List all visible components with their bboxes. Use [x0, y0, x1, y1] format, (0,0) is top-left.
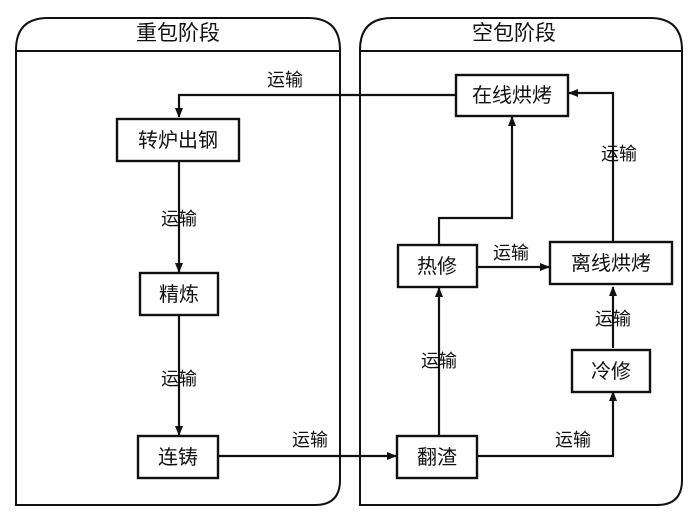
node-label: 冷修 [591, 359, 631, 383]
edge-offline-to-online: 运输 [568, 89, 637, 243]
node-converter-tapping: 转炉出钢 [115, 117, 241, 163]
edge-label: 运输 [161, 209, 197, 230]
edge-label: 运输 [555, 430, 591, 451]
node-label: 翻渣 [417, 445, 457, 469]
arrow-line [175, 93, 456, 118]
node-label: 精炼 [159, 282, 199, 306]
node-cold-repair: 冷修 [570, 348, 652, 394]
arrow-line [568, 89, 615, 243]
edge-casting-to-slag: 运输 [219, 430, 397, 460]
node-label: 连铸 [158, 445, 198, 469]
panel-heavy-border [15, 17, 341, 506]
arrow-line [478, 391, 617, 458]
edge-label: 运输 [421, 351, 457, 372]
node-refining: 精炼 [138, 271, 220, 317]
edge-label: 运输 [161, 369, 197, 390]
edge-slag-to-hot: 运输 [421, 287, 457, 435]
edge-online-to-converter: 运输 [175, 70, 456, 118]
panel-heavy-ladle: 重包阶段 [15, 17, 341, 506]
panel-empty-ladle: 空包阶段 [359, 17, 683, 506]
edge-label: 运输 [595, 309, 631, 330]
panel-empty-border [359, 17, 683, 506]
edge-label: 运输 [493, 243, 529, 264]
panel-empty-title: 空包阶段 [472, 21, 556, 45]
node-offline-baking: 离线烘烤 [548, 240, 674, 286]
edge-hot-to-offline: 运输 [478, 243, 550, 271]
panel-heavy-title: 重包阶段 [136, 21, 220, 45]
node-label: 热修 [417, 254, 457, 278]
edge-label: 运输 [601, 144, 637, 165]
edge-label: 运输 [267, 70, 303, 91]
node-continuous-casting: 连铸 [136, 434, 220, 480]
node-label: 转炉出钢 [138, 128, 218, 152]
node-slag-dumping: 翻渣 [395, 434, 479, 480]
edge-label: 运输 [292, 430, 328, 451]
edge-slag-to-cold: 运输 [478, 391, 617, 458]
edge-converter-to-refining: 运输 [161, 162, 197, 273]
node-label: 离线烘烤 [571, 251, 651, 275]
edge-refining-to-casting: 运输 [161, 315, 197, 436]
edge-cold-to-offline: 运输 [595, 286, 631, 348]
arrow-line [437, 116, 516, 245]
node-online-baking: 在线烘烤 [454, 73, 570, 118]
node-label: 在线烘烤 [472, 83, 552, 107]
edge-hot-to-online [437, 116, 516, 245]
node-hot-repair: 热修 [396, 243, 479, 289]
